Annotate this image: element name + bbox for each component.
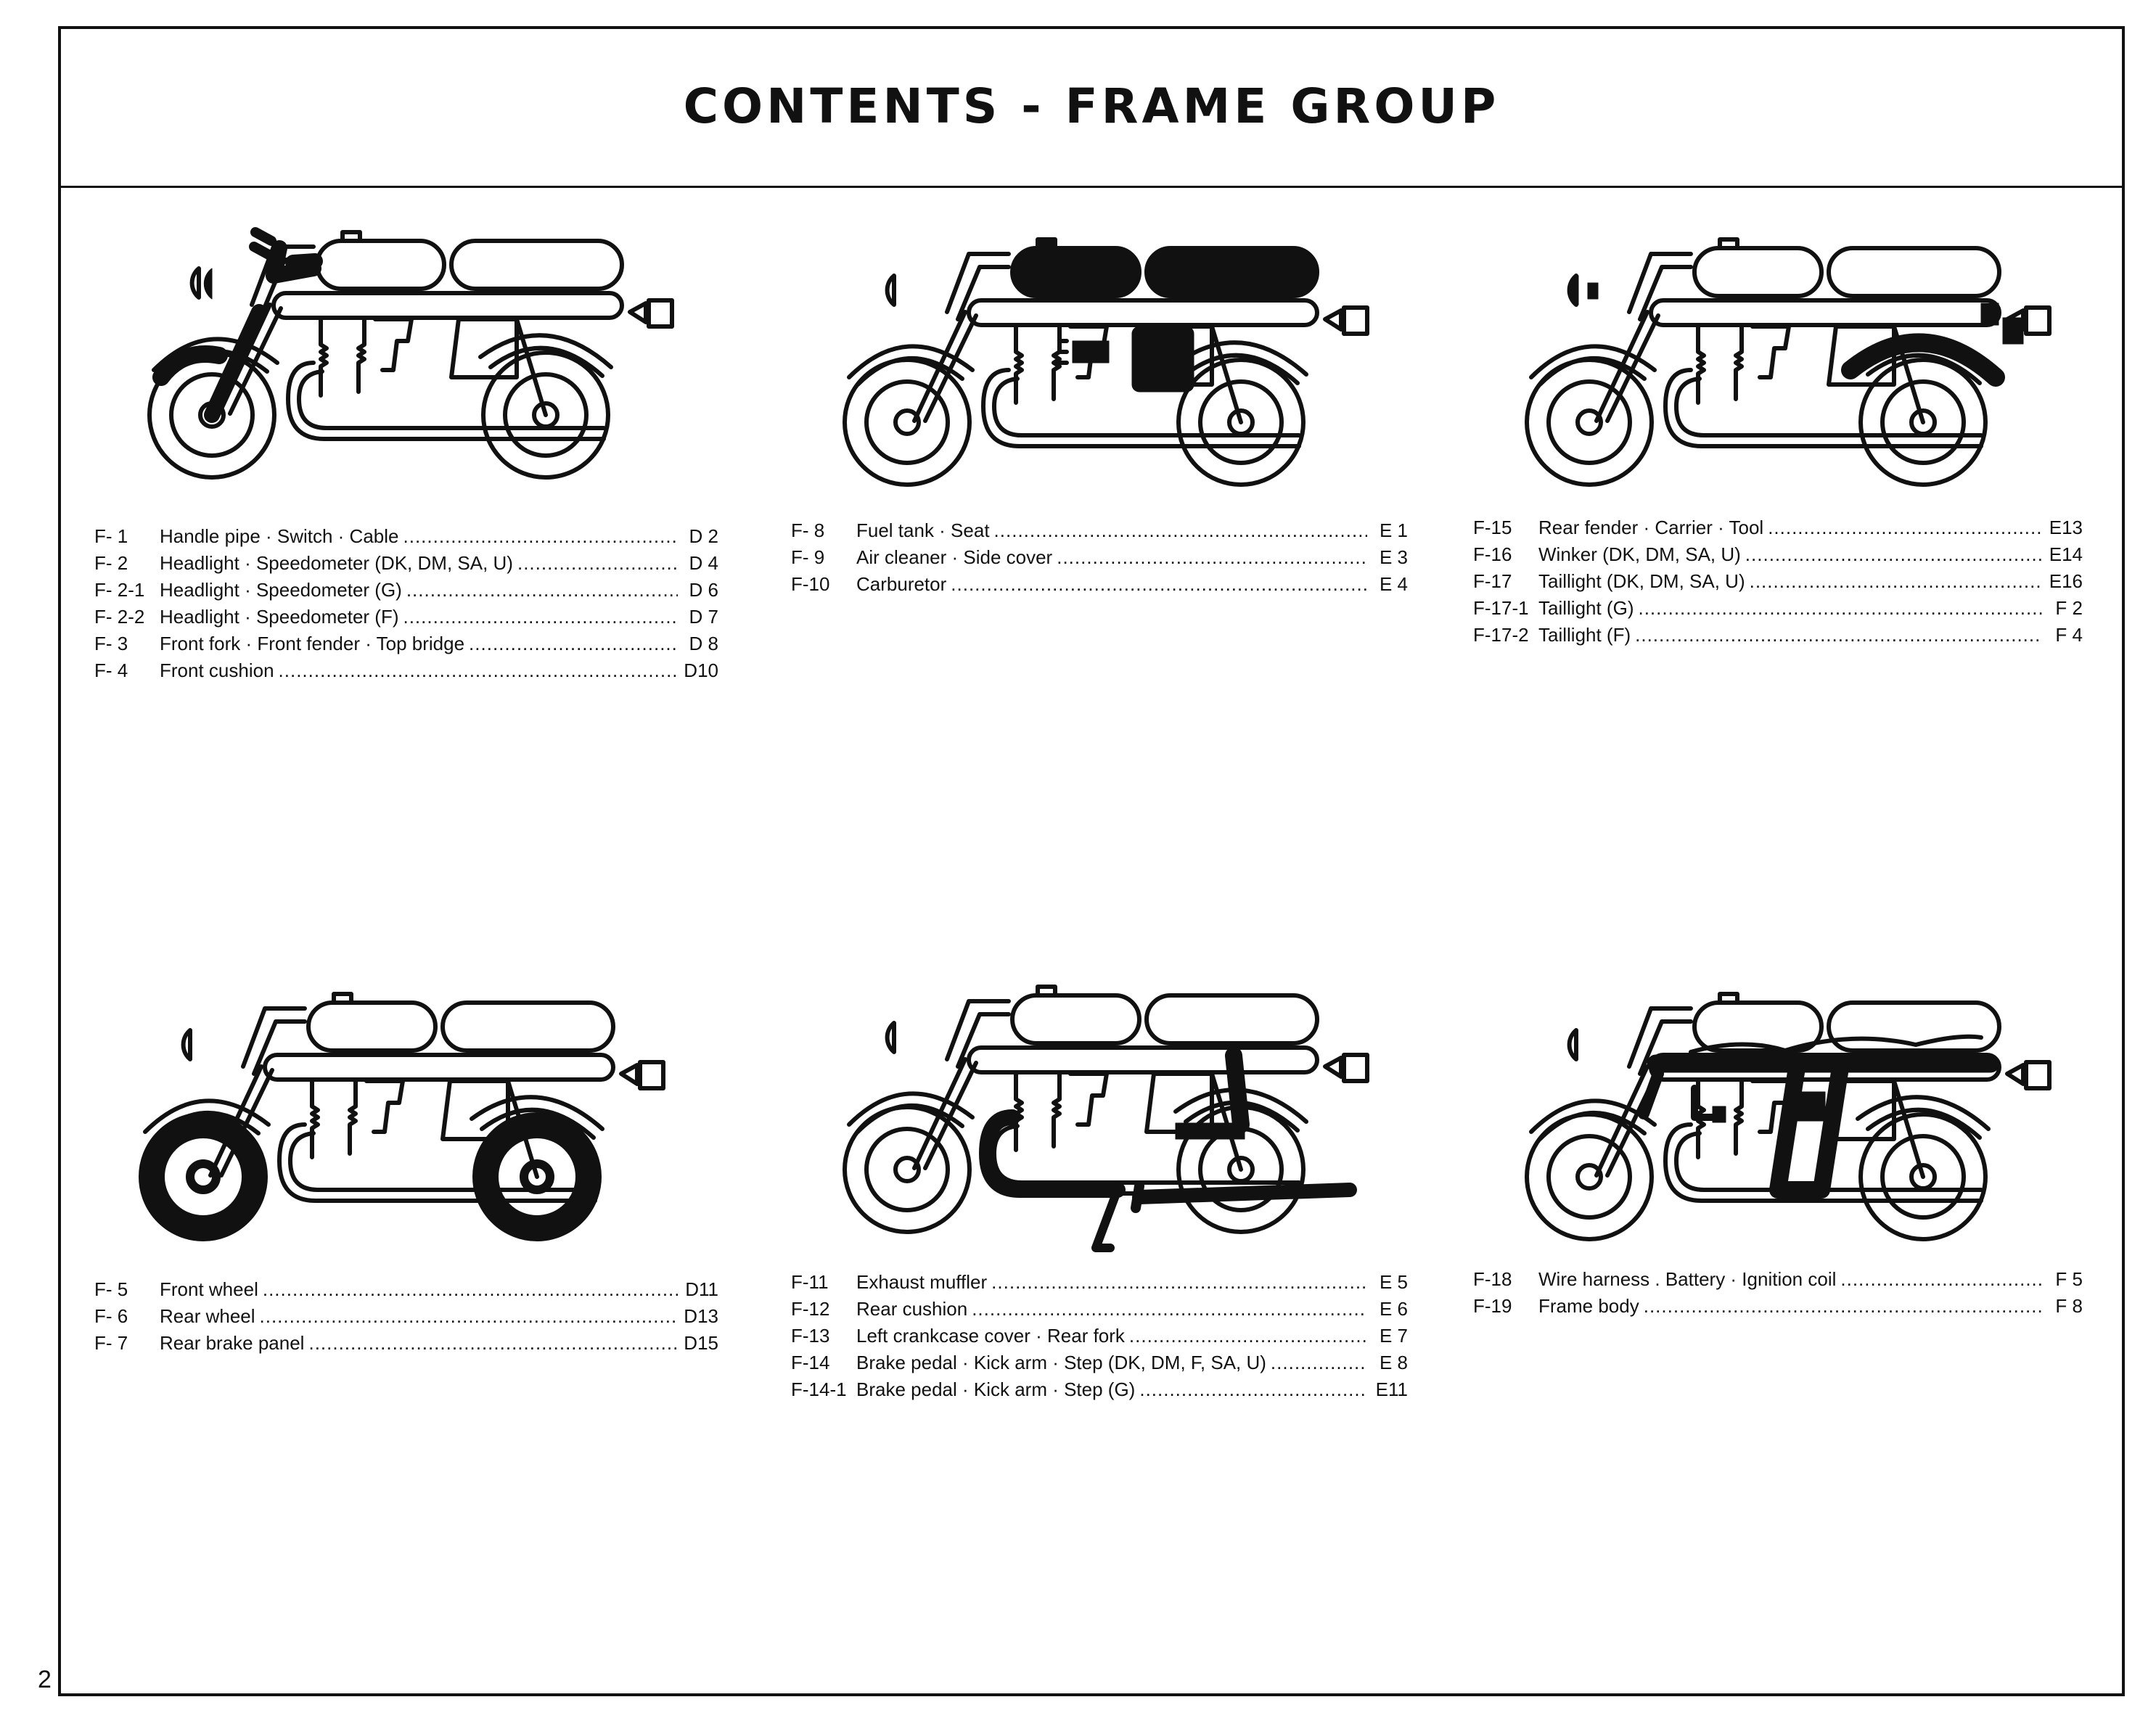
motorcycle-frame-wiring-highlight-icon <box>1509 965 2061 1255</box>
page-frame <box>58 26 2125 1696</box>
page-number: 2 <box>38 1666 52 1693</box>
motorcycle-rear-fender-lights-highlight-icon <box>1509 210 2061 501</box>
page-title: CONTENTS - FRAME GROUP <box>683 78 1500 134</box>
motorcycle-fuel-tank-seat-highlight-icon <box>827 210 1379 501</box>
motorcycle-wheels-highlight-icon <box>123 965 675 1255</box>
motorcycle-exhaust-rear-cushion-highlight-icon <box>827 958 1379 1252</box>
header-divider <box>58 186 2125 188</box>
list-item[interactable]: F-10CarburetorE 4 <box>791 573 1408 600</box>
motorcycle-handlebar-front-highlight-icon <box>132 227 684 493</box>
